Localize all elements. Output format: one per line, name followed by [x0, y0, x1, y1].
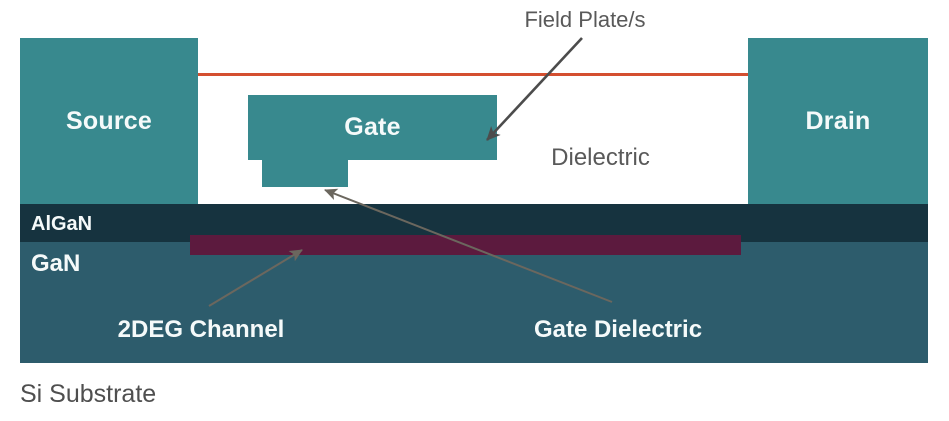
gate-dielectric-annotation: Gate Dielectric [533, 316, 703, 343]
gan-layer [20, 242, 928, 363]
gate-foot [262, 160, 348, 187]
source-label: Source [66, 106, 152, 135]
deg-channel-bar [190, 235, 741, 255]
field-plate-arrow [486, 37, 583, 141]
gan-layer-label: GaN [31, 250, 81, 277]
dielectric-region-label: Dielectric [551, 144, 650, 171]
source-electrode: Source [20, 38, 198, 204]
algan-layer-label: AlGaN [31, 213, 93, 235]
si-substrate-label: Si Substrate [20, 380, 157, 408]
deg-channel-annotation: 2DEG Channel [117, 316, 285, 343]
drain-electrode: Drain [748, 38, 928, 204]
gate-electrode: Gate [248, 95, 497, 160]
gate-label: Gate [344, 113, 401, 141]
interconnect-line [198, 73, 748, 76]
drain-label: Drain [805, 106, 871, 135]
field-plate-annotation: Field Plate/s [524, 7, 646, 32]
